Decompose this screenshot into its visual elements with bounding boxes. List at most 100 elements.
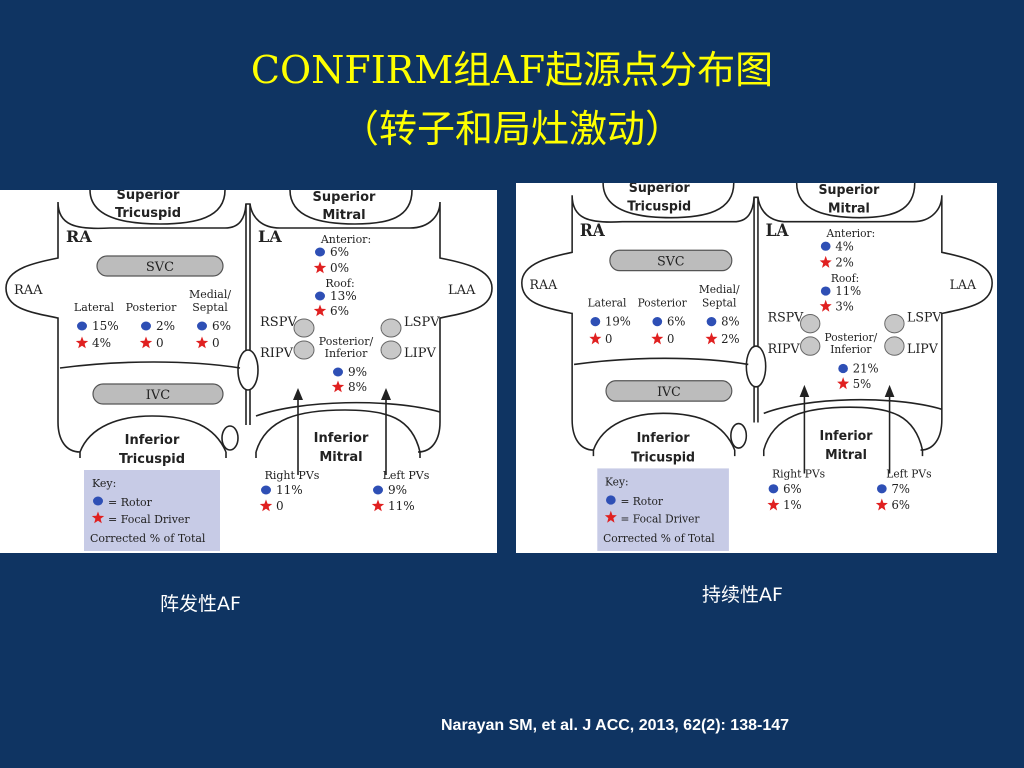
left-pvs-focal-star [371,499,385,512]
inferior-mitral-label: Inferior [820,429,874,444]
superior-tricuspid-arc [602,183,735,219]
medial-septal-rotor-value: 6% [212,319,231,333]
rspv-ellipse [800,313,821,334]
septum [753,197,759,423]
key-focal-star [604,510,617,523]
superior-mitral-arc [289,190,413,225]
key-rotor-dot [606,495,616,505]
roof-focal-value: 3% [835,299,853,313]
ivc-label: IVC [657,385,681,400]
lateral-rotor-value: 19% [605,314,631,328]
lspv-ellipse [884,313,905,334]
posterior-inferior-rotor-value: 21% [853,361,879,375]
inferior-tricuspid-label-2: Tricuspid [631,450,695,465]
lateral-rotor-dot [77,321,87,331]
coronary-sinus [221,425,239,451]
key-note: Corrected % of Total [90,532,206,545]
lipv-ellipse [380,340,402,360]
lspv-ellipse [380,318,402,338]
posterior-focal-star [139,336,153,349]
la-lower-curve [255,401,441,417]
posterior-inferior-focal-value: 8% [348,380,367,394]
anterior-rotor-dot [820,241,831,251]
roof-focal-star [313,304,327,317]
key-title: Key: [605,475,629,488]
posterior-rotor-value: 6% [667,314,685,328]
lateral-focal-value: 4% [92,336,111,350]
left-pvs-rotor-dot [876,484,887,494]
svc-label: SVC [657,254,684,269]
left-pvs-focal-value: 11% [388,499,415,513]
superior-mitral-label-2: Mitral [828,201,870,216]
ra-label: RA [66,227,92,246]
medial-septal-focal-star [195,336,209,349]
lspv-label: LSPV [404,315,440,330]
inferior-mitral-label-2: Mitral [825,448,867,463]
ra-lower-curve [573,357,749,366]
right-pvs-rotor-value: 6% [783,482,801,496]
superior-tricuspid-label-2: Tricuspid [115,206,181,221]
ripv-ellipse [293,340,315,360]
posterior-focal-star [651,332,664,345]
medial-septal-focal-value: 2% [721,332,739,346]
left-pvs-rotor-value: 9% [388,483,407,497]
roof-rotor-dot [315,291,325,301]
inferior-tricuspid-label-2: Tricuspid [119,452,185,467]
inferior-tricuspid-label: Inferior [125,433,180,448]
anterior-focal-star [819,255,832,268]
lateral-focal-value: 0 [605,332,612,346]
lipv-label: LIPV [404,346,437,361]
posterior-rotor-value: 2% [156,319,175,333]
posterior-inferior-focal-value: 5% [853,377,871,391]
right-pvs-focal-value: 0 [276,499,284,513]
left-pvs-label: Left PVs [383,469,430,482]
inferior-mitral-arc [763,406,924,451]
right-pv-arrow-head [799,384,810,398]
lateral-label: Lateral [588,296,627,309]
medial-septal-rotor-value: 8% [721,314,739,328]
posterior-inferior-focal-star [837,377,850,390]
posterior-inferior-rotor-dot [838,363,848,374]
rspv-label: RSPV [768,310,804,325]
posterior-inferior-label-2: Inferior [325,347,368,360]
inferior-tricuspid-arc [592,412,736,451]
anterior-focal-value: 2% [835,255,853,269]
medial-septal-label: Medial/ [189,288,231,301]
superior-tricuspid-label: Superior [629,183,690,196]
rspv-ellipse [293,318,315,338]
posterior-focal-value: 0 [667,332,674,346]
right-pv-arrow-head [293,388,303,400]
fossa-ovalis [745,345,767,388]
medial-septal-label: Medial/ [699,283,740,296]
ra-label: RA [580,221,606,240]
roof-label: Roof: [325,277,354,290]
roof-label: Roof: [831,272,859,285]
ripv-label: RIPV [768,342,801,357]
roof-focal-star [819,299,832,312]
paroxysmal-af-caption: 阵发性AF [160,593,241,615]
roof-rotor-value: 13% [330,289,357,303]
posterior-inferior-rotor-dot [333,367,343,377]
superior-mitral-label: Superior [313,190,377,205]
left-pvs-rotor-value: 7% [892,482,910,496]
key-box [597,468,729,551]
medial-septal-rotor-dot [706,317,717,327]
anterior-rotor-value: 4% [835,239,853,253]
key-focal-label: = Focal Driver [621,512,701,525]
fossa-ovalis [237,349,259,391]
superior-mitral-label: Superior [818,183,879,198]
right-pvs-label: Right PVs [772,467,825,480]
medial-septal-focal-value: 0 [212,336,220,350]
right-pvs-rotor-value: 11% [276,483,303,497]
lateral-rotor-value: 15% [92,319,119,333]
inferior-mitral-label-2: Mitral [319,450,362,465]
laa-label: LAA [448,283,476,298]
anterior-focal-star [313,261,327,274]
citation: Narayan SM, et al. J ACC, 2013, 62(2): 1… [441,717,790,734]
key-focal-label: = Focal Driver [108,513,190,526]
posterior-inferior-label: Posterior/ [825,331,878,344]
key-title: Key: [92,477,116,490]
